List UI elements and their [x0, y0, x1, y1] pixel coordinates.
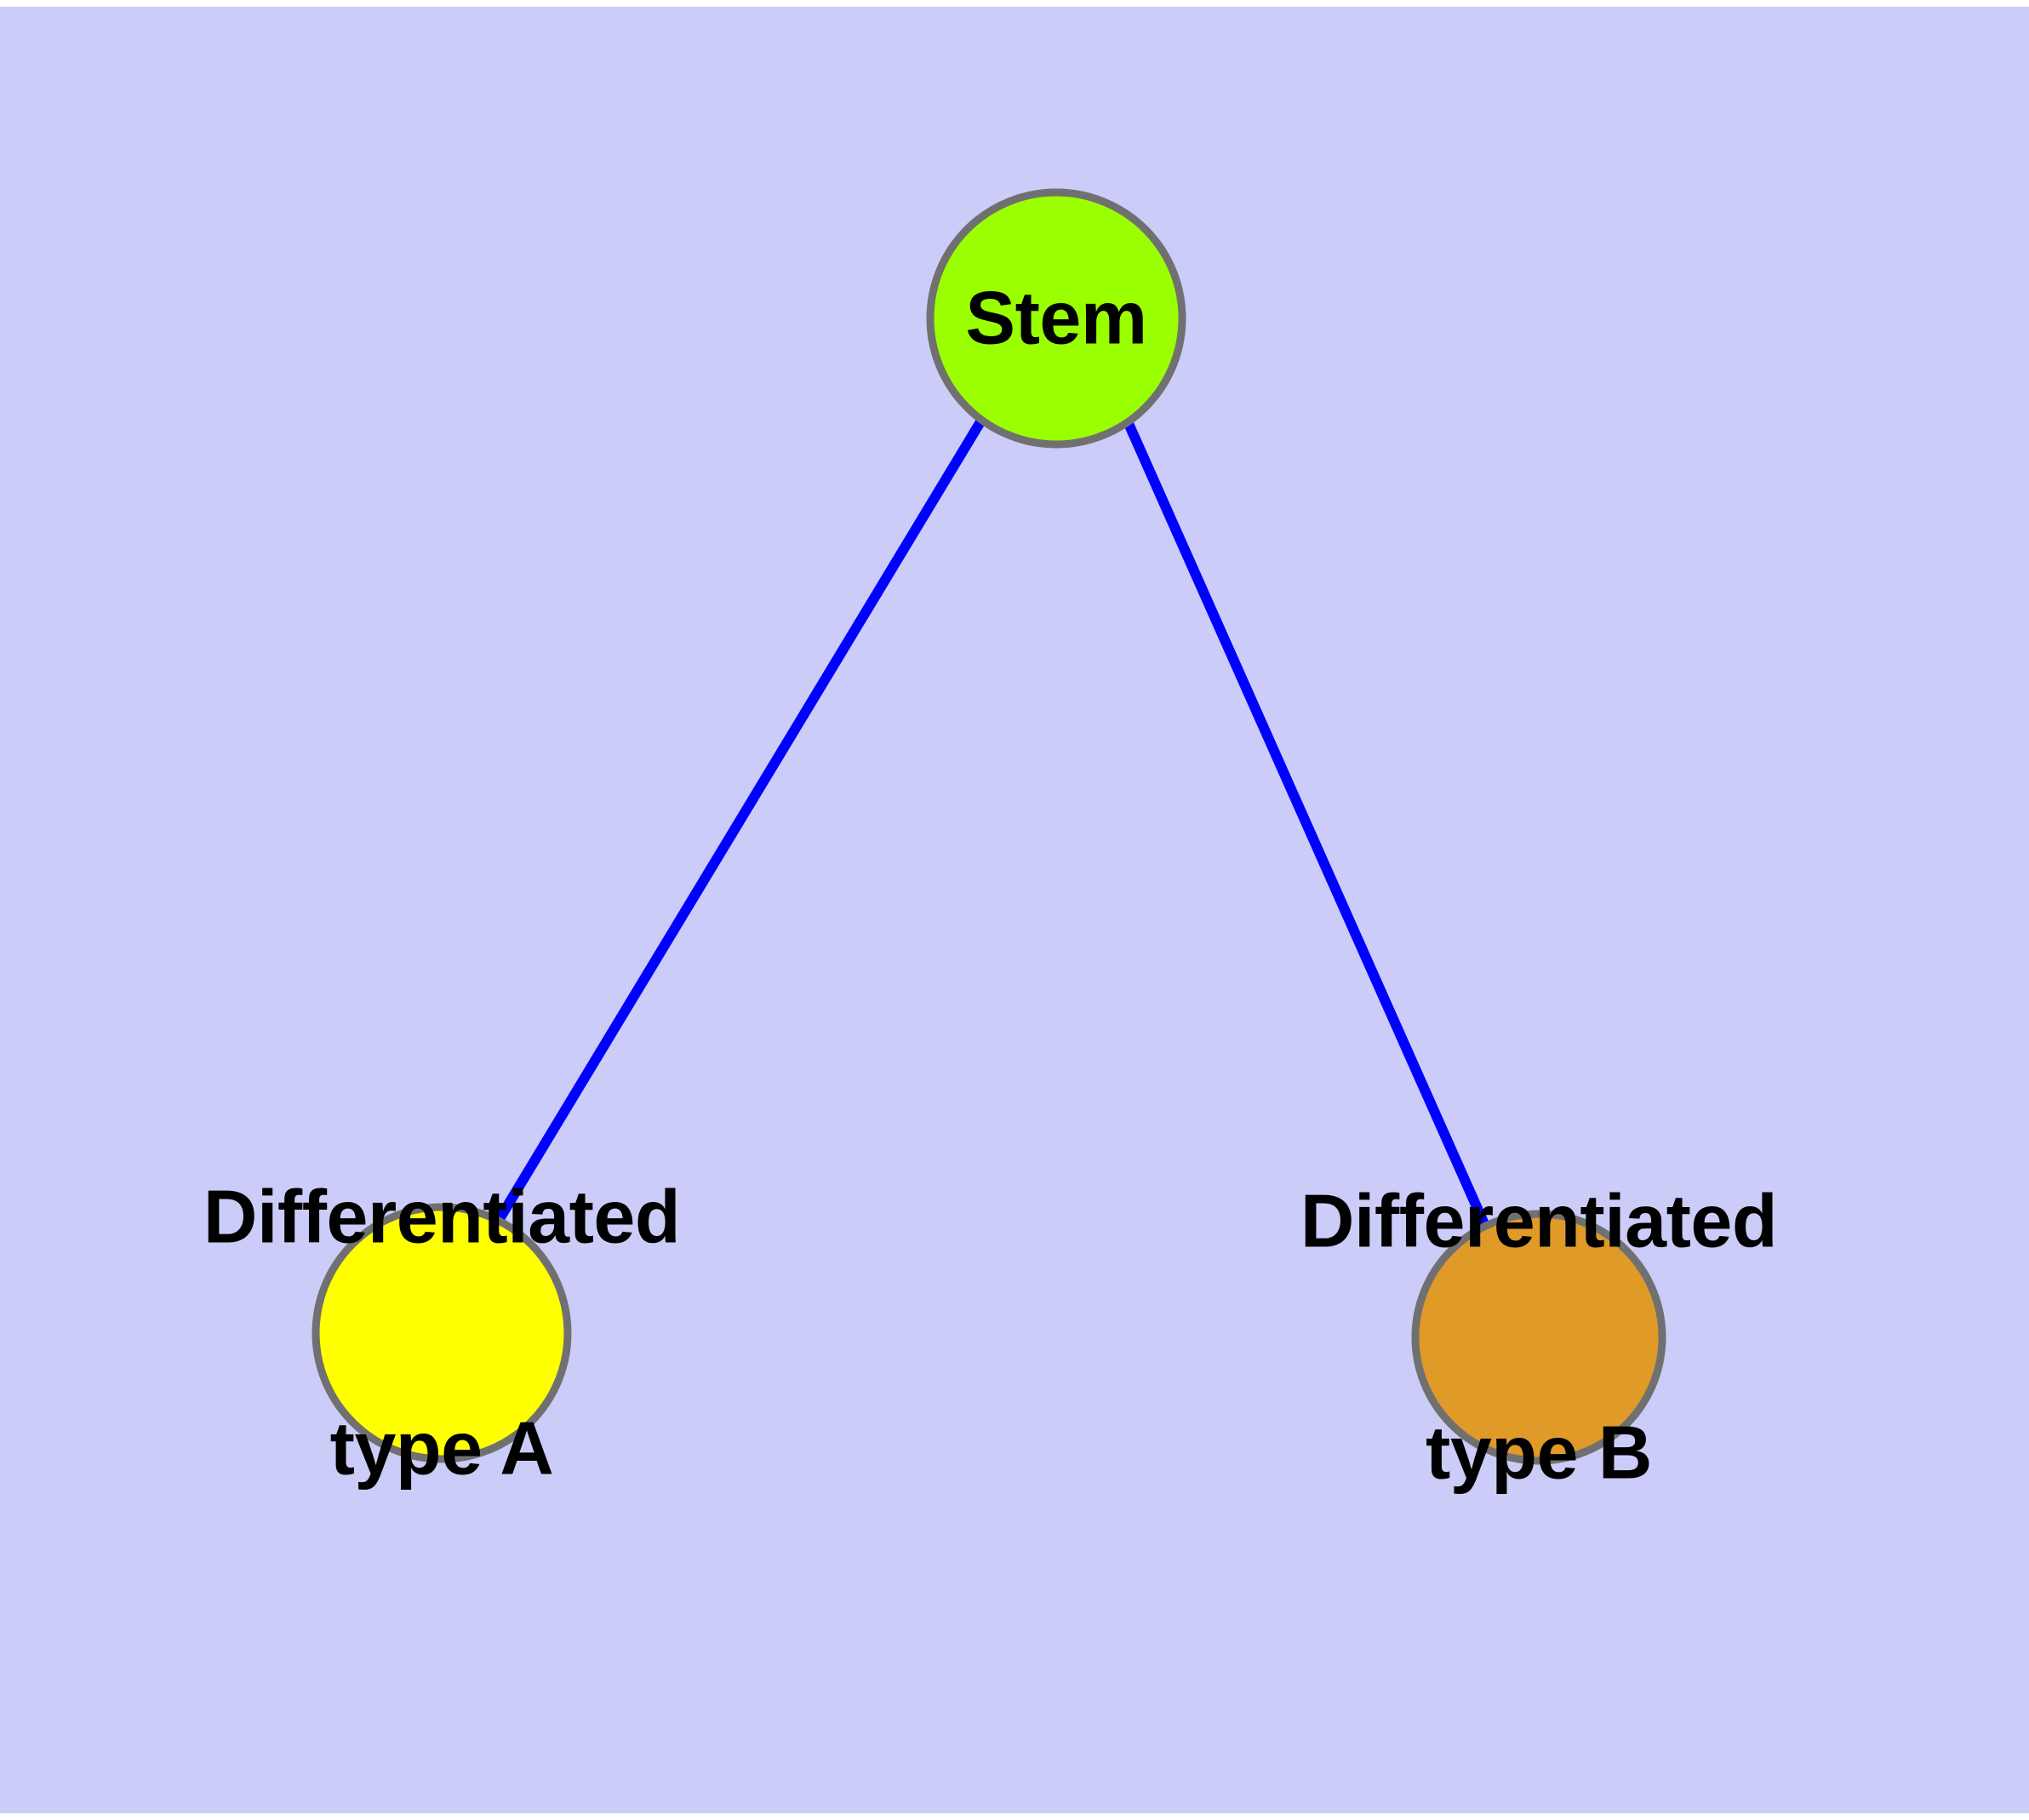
- edge-stem-to-differentiated-type-a[interactable]: [493, 417, 986, 1225]
- edge-stem-to-differentiated-type-b[interactable]: [1122, 417, 1490, 1228]
- node-differentiated-type-b[interactable]: [1411, 1210, 1666, 1465]
- edge-layer: [493, 417, 1490, 1228]
- node-stem[interactable]: [926, 188, 1186, 449]
- node-layer: [311, 188, 1666, 1465]
- node-differentiated-type-a[interactable]: [311, 1203, 572, 1463]
